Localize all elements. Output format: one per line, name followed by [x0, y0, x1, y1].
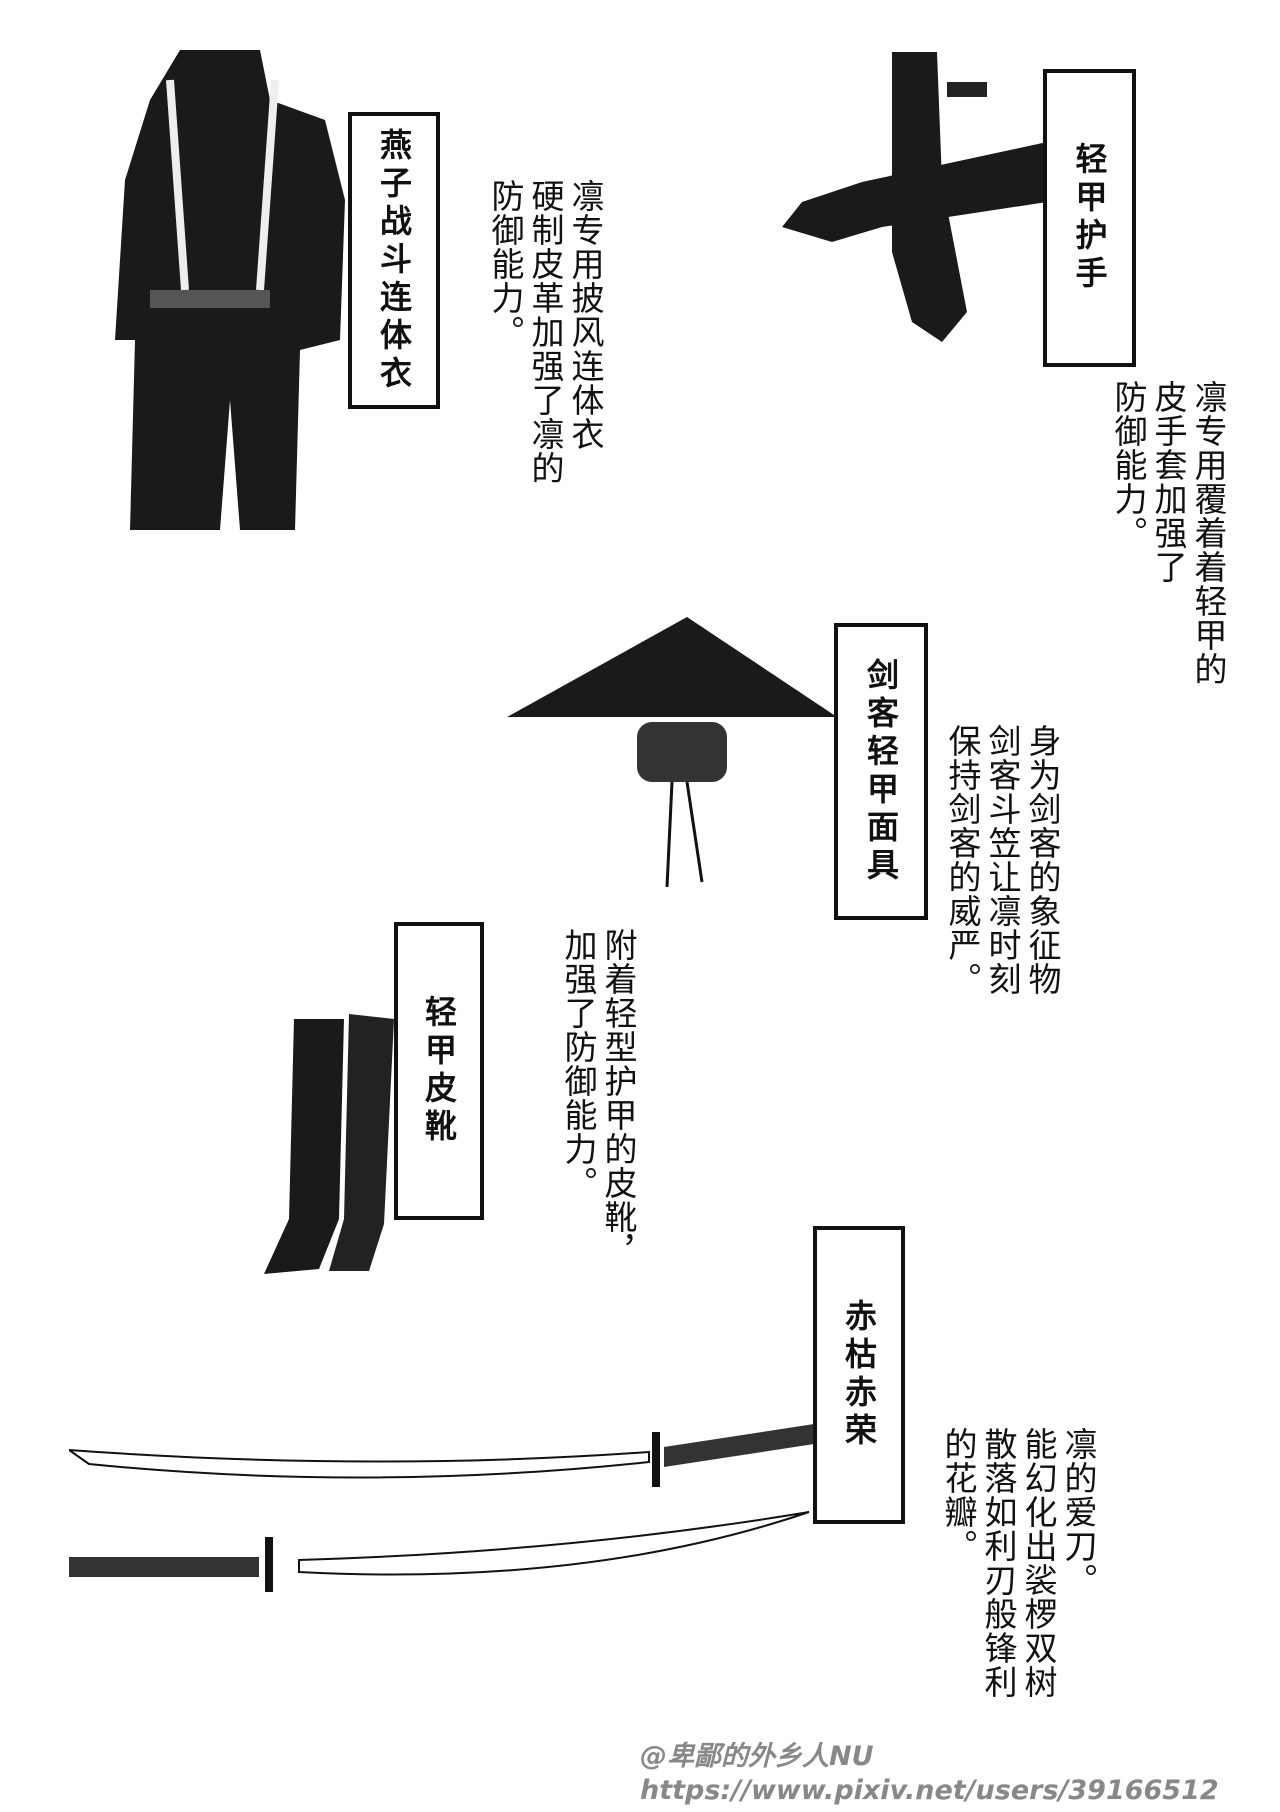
swords-illustration [69, 1424, 814, 1592]
description-line: 的花瓣。 [939, 1427, 978, 1563]
item-title-box: 轻甲护手 [1043, 69, 1136, 367]
description-line: 防御能力。 [1109, 380, 1148, 550]
hat-mask-illustration [507, 617, 837, 888]
item-description: 凛的爱刀。 能幻化出裟椤双树 散落如利刃般锋利 的花瓣。 [938, 1427, 1098, 1699]
item-description: 身为剑客的象征物 剑客斗笠让凛时刻 保持剑客的威严。 [942, 724, 1062, 996]
bodysuit-illustration [115, 50, 345, 530]
watermark-author: @卑鄙的外乡人NU [640, 1741, 874, 1772]
item-title-box: 赤枯赤荣 [813, 1226, 905, 1524]
description-line: 凛的爱刀。 [1059, 1427, 1098, 1597]
description-line: 身为剑客的象征物 [1023, 724, 1062, 996]
item-title-box: 剑客轻甲面具 [834, 623, 928, 920]
description-line: 剑客斗笠让凛时刻 [983, 724, 1022, 996]
description-line: 保持剑客的威严。 [943, 724, 982, 996]
description-line: 凛专用覆着着轻甲的 [1189, 380, 1228, 686]
item-title-box: 轻甲皮靴 [394, 922, 484, 1220]
description-line: 加强了防御能力。 [559, 928, 598, 1200]
item-description: 附着轻型护甲的皮靴， 加强了防御能力。 [558, 928, 638, 1268]
description-line: 皮手套加强了 [1149, 380, 1188, 584]
description-line: 能幻化出裟椤双树 [1019, 1427, 1058, 1699]
item-title: 轻甲皮靴 [420, 995, 458, 1147]
item-title: 燕子战斗连体衣 [375, 127, 413, 394]
item-title: 轻甲护手 [1070, 142, 1109, 294]
description-line: 凛专用披风连体衣 [566, 179, 605, 451]
item-description: 凛专用披风连体衣 硬制皮革加强了凛的 防御能力。 [485, 179, 605, 485]
watermark: @卑鄙的外乡人NU https://www.pixiv.net/users/39… [640, 1740, 1219, 1808]
item-title: 赤枯赤荣 [840, 1299, 878, 1451]
gauntlets-illustration [782, 52, 1047, 342]
description-line: 附着轻型护甲的皮靴， [599, 928, 638, 1268]
description-line: 防御能力。 [486, 179, 525, 349]
description-line: 硬制皮革加强了凛的 [526, 179, 565, 485]
item-description: 凛专用覆着着轻甲的 皮手套加强了 防御能力。 [1108, 380, 1228, 686]
boots-illustration [264, 1014, 394, 1274]
item-title: 剑客轻甲面具 [862, 657, 900, 886]
description-line: 散落如利刃般锋利 [979, 1427, 1018, 1699]
watermark-url: https://www.pixiv.net/users/39166512 [640, 1775, 1219, 1806]
item-title-box: 燕子战斗连体衣 [348, 112, 440, 409]
